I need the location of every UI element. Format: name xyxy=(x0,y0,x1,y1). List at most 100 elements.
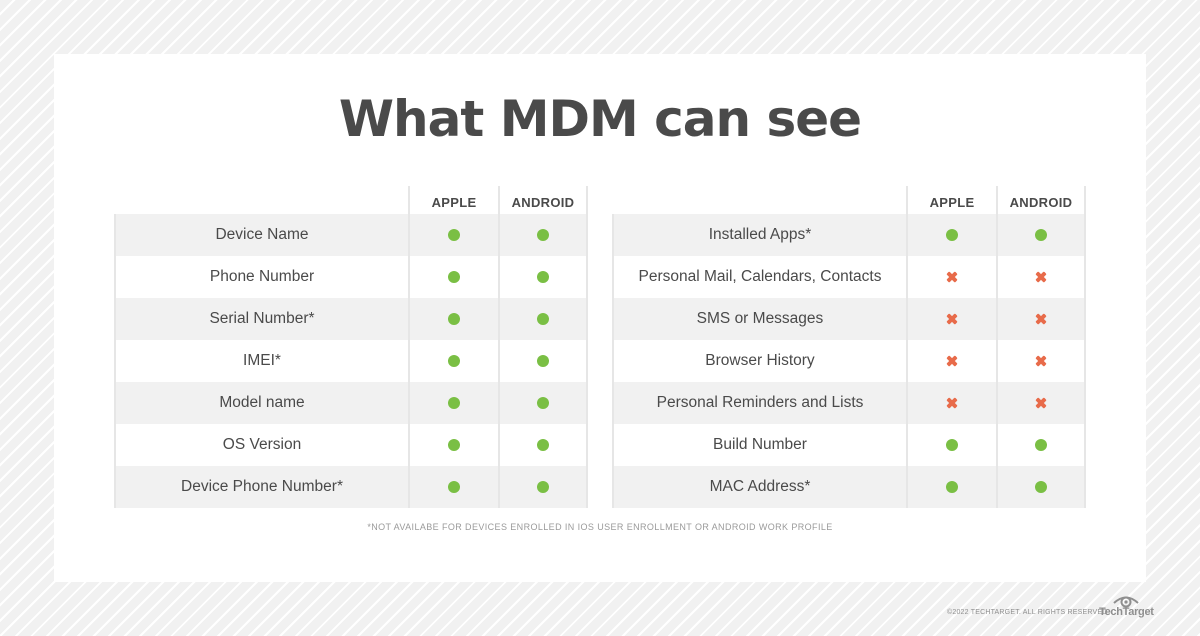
footnote: *NOT AVAILABE FOR DEVICES ENROLLED IN IO… xyxy=(367,522,833,532)
android-cell xyxy=(498,298,588,340)
android-cell xyxy=(498,466,588,508)
table-row: OS Version xyxy=(114,424,588,466)
table-row: Model name xyxy=(114,382,588,424)
row-label: Device Name xyxy=(114,214,408,256)
header-blank xyxy=(612,186,906,214)
check-dot-icon xyxy=(1035,439,1047,451)
check-dot-icon xyxy=(946,229,958,241)
apple-cell xyxy=(906,340,996,382)
apple-cell xyxy=(906,424,996,466)
apple-cell xyxy=(906,466,996,508)
techtarget-logo: TechTarget xyxy=(1099,594,1154,622)
check-dot-icon xyxy=(537,439,549,451)
comparison-table-left: APPLE ANDROID Device Name Phone Number S… xyxy=(114,186,588,508)
table-row: Serial Number* xyxy=(114,298,588,340)
apple-cell xyxy=(408,424,498,466)
cross-icon xyxy=(1035,397,1047,409)
android-cell xyxy=(498,382,588,424)
cross-icon xyxy=(946,271,958,283)
row-label: Model name xyxy=(114,382,408,424)
row-label: IMEI* xyxy=(114,340,408,382)
check-dot-icon xyxy=(448,397,460,409)
row-label: Build Number xyxy=(612,424,906,466)
check-dot-icon xyxy=(537,313,549,325)
android-cell xyxy=(498,340,588,382)
row-label: MAC Address* xyxy=(612,466,906,508)
copyright-notice: ©2022 TECHTARGET. ALL RIGHTS RESERVED xyxy=(947,609,1108,616)
apple-cell xyxy=(906,256,996,298)
apple-cell xyxy=(906,382,996,424)
cross-icon xyxy=(946,313,958,325)
table-header: APPLE ANDROID xyxy=(114,186,588,214)
table-row: Device Phone Number* xyxy=(114,466,588,508)
check-dot-icon xyxy=(537,397,549,409)
table-row: MAC Address* xyxy=(612,466,1086,508)
apple-cell xyxy=(408,466,498,508)
table-header: APPLE ANDROID xyxy=(612,186,1086,214)
check-dot-icon xyxy=(1035,229,1047,241)
check-dot-icon xyxy=(537,355,549,367)
table-row: Phone Number xyxy=(114,256,588,298)
cross-icon xyxy=(1035,355,1047,367)
row-label: Installed Apps* xyxy=(612,214,906,256)
row-label: Personal Mail, Calendars, Contacts xyxy=(612,256,906,298)
table-row: Personal Reminders and Lists xyxy=(612,382,1086,424)
android-cell xyxy=(996,340,1086,382)
row-label: SMS or Messages xyxy=(612,298,906,340)
check-dot-icon xyxy=(946,439,958,451)
check-dot-icon xyxy=(448,481,460,493)
row-label: OS Version xyxy=(114,424,408,466)
check-dot-icon xyxy=(448,313,460,325)
table-row: Browser History xyxy=(612,340,1086,382)
android-cell xyxy=(498,256,588,298)
check-dot-icon xyxy=(537,481,549,493)
table-row: Device Name xyxy=(114,214,588,256)
apple-cell xyxy=(408,298,498,340)
cross-icon xyxy=(946,355,958,367)
eye-logo-icon xyxy=(1113,596,1139,608)
table-row: SMS or Messages xyxy=(612,298,1086,340)
cross-icon xyxy=(1035,271,1047,283)
check-dot-icon xyxy=(448,271,460,283)
check-dot-icon xyxy=(537,229,549,241)
apple-cell xyxy=(906,214,996,256)
header-apple: APPLE xyxy=(906,186,996,214)
android-cell xyxy=(996,382,1086,424)
table-row: Installed Apps* xyxy=(612,214,1086,256)
check-dot-icon xyxy=(537,271,549,283)
apple-cell xyxy=(408,382,498,424)
android-cell xyxy=(996,466,1086,508)
apple-cell xyxy=(408,214,498,256)
cross-icon xyxy=(1035,313,1047,325)
brand-name: TechTarget xyxy=(1099,606,1154,618)
header-blank xyxy=(114,186,408,214)
header-apple: APPLE xyxy=(408,186,498,214)
cross-icon xyxy=(946,397,958,409)
android-cell xyxy=(498,424,588,466)
comparison-table-right: APPLE ANDROID Installed Apps* Personal M… xyxy=(612,186,1086,508)
table-row: IMEI* xyxy=(114,340,588,382)
page-title: What MDM can see xyxy=(338,90,862,148)
android-cell xyxy=(996,424,1086,466)
apple-cell xyxy=(408,340,498,382)
row-label: Serial Number* xyxy=(114,298,408,340)
row-label: Phone Number xyxy=(114,256,408,298)
android-cell xyxy=(996,214,1086,256)
android-cell xyxy=(498,214,588,256)
check-dot-icon xyxy=(448,439,460,451)
row-label: Device Phone Number* xyxy=(114,466,408,508)
table-row: Personal Mail, Calendars, Contacts xyxy=(612,256,1086,298)
table-row: Build Number xyxy=(612,424,1086,466)
check-dot-icon xyxy=(448,355,460,367)
check-dot-icon xyxy=(946,481,958,493)
header-android: ANDROID xyxy=(498,186,588,214)
check-dot-icon xyxy=(448,229,460,241)
android-cell xyxy=(996,298,1086,340)
check-dot-icon xyxy=(1035,481,1047,493)
header-android: ANDROID xyxy=(996,186,1086,214)
apple-cell xyxy=(408,256,498,298)
apple-cell xyxy=(906,298,996,340)
android-cell xyxy=(996,256,1086,298)
row-label: Browser History xyxy=(612,340,906,382)
row-label: Personal Reminders and Lists xyxy=(612,382,906,424)
